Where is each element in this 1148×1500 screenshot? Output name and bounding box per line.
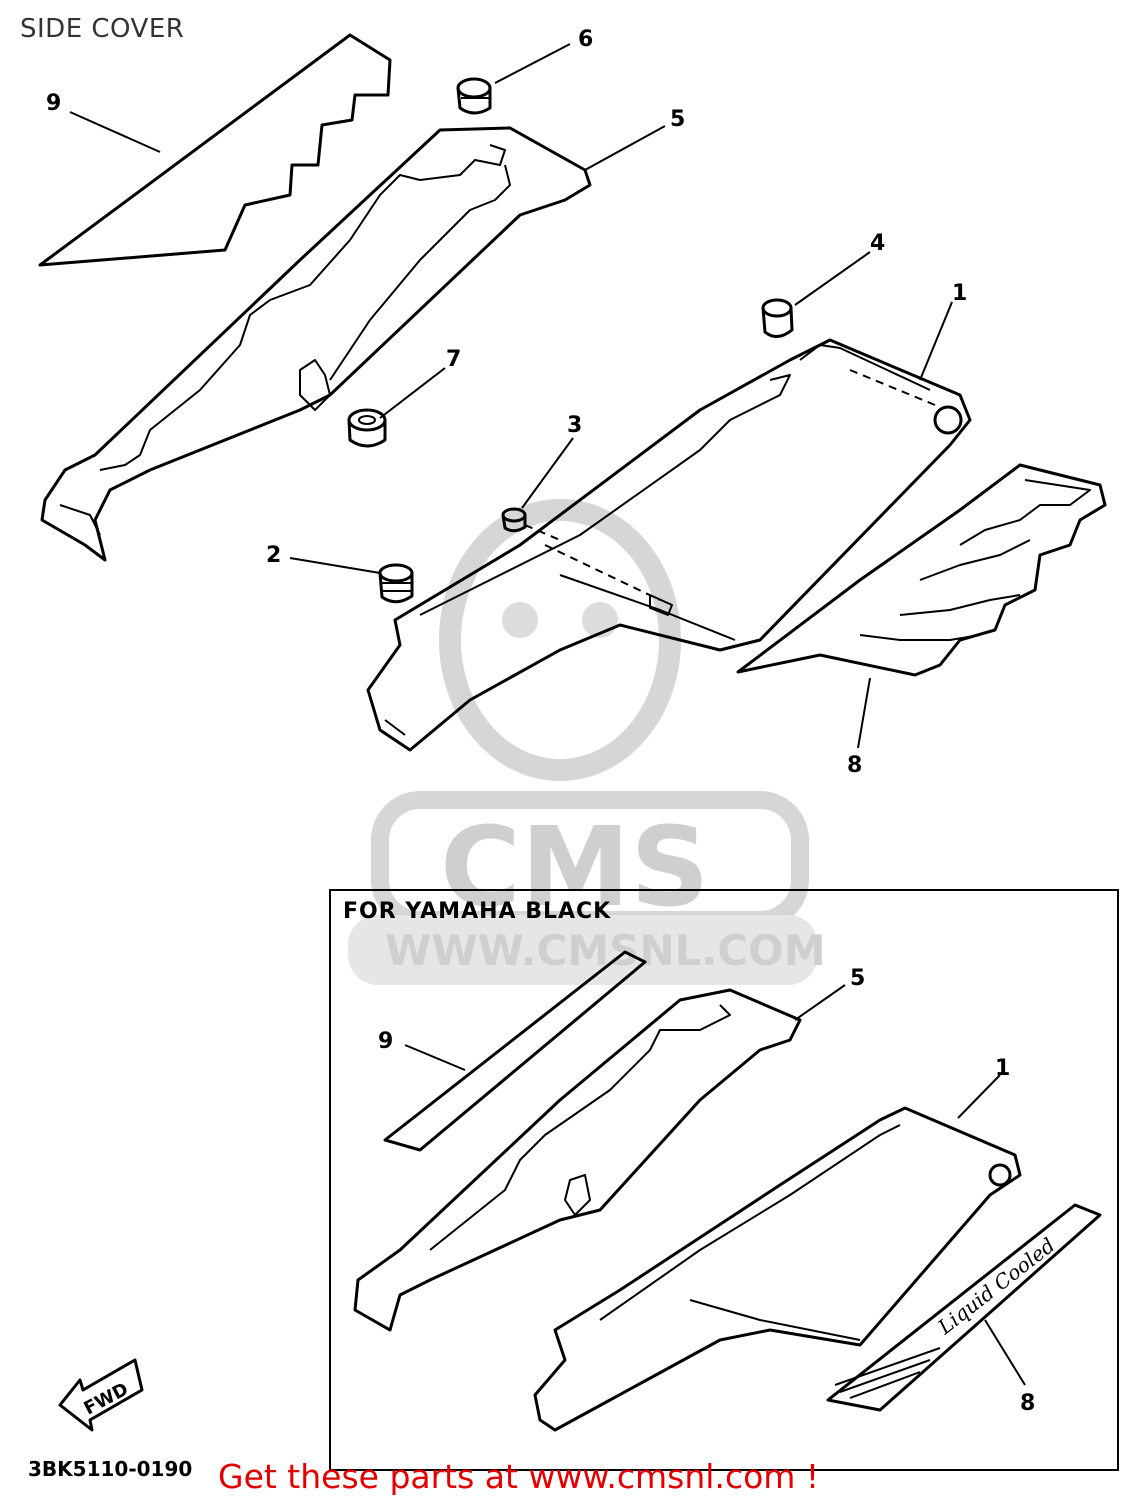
leader-lines-main <box>69 43 953 749</box>
callout-7: 7 <box>446 347 461 372</box>
cms-watermark: CMS WWW.CMSNL.COM <box>348 499 826 985</box>
callout-4: 4 <box>870 231 885 256</box>
callout-2: 2 <box>266 543 281 568</box>
page-title: SIDE COVER <box>20 14 185 44</box>
part-4-grommet <box>761 298 794 338</box>
variant-part-8-decal: Liquid Cooled <box>826 1203 1102 1412</box>
variant-box-label: FOR YAMAHA BLACK <box>343 899 611 924</box>
callout-8: 8 <box>847 753 862 778</box>
part-5-side-cover <box>40 126 592 562</box>
part-8-decal <box>736 463 1107 677</box>
callout-3: 3 <box>567 413 582 438</box>
decal-text: Liquid Cooled <box>933 1233 1060 1340</box>
variant-callout-5: 5 <box>850 966 865 991</box>
part-6-grommet <box>456 77 492 115</box>
variant-part-9-decal <box>383 950 647 1152</box>
fwd-label: FWD <box>80 1379 131 1420</box>
variant-part-5-side-cover <box>353 988 802 1332</box>
part-3-grommet <box>501 507 561 541</box>
callout-1: 1 <box>952 281 967 306</box>
callouts-main: 9 6 5 4 1 7 3 2 8 <box>46 27 967 778</box>
variant-callout-1: 1 <box>995 1056 1010 1081</box>
callout-5: 5 <box>670 107 685 132</box>
watermark-brand: CMS <box>440 803 709 931</box>
variant-callout-8: 8 <box>1020 1391 1035 1416</box>
variant-callout-9: 9 <box>378 1029 393 1054</box>
callout-6: 6 <box>578 27 593 52</box>
promo-link[interactable]: Get these parts at www.cmsnl.com ! <box>218 1457 819 1496</box>
part-1-side-cover <box>366 338 972 752</box>
part-7-grommet <box>347 408 387 448</box>
part-9-decal <box>38 33 392 267</box>
drawing-code: 3BK5110-0190 <box>28 1457 192 1481</box>
callout-9: 9 <box>46 91 61 116</box>
part-2-grommet <box>378 563 414 604</box>
fwd-arrow-icon: FWD <box>58 1358 144 1432</box>
variant-part-1-side-cover <box>533 1106 1022 1432</box>
